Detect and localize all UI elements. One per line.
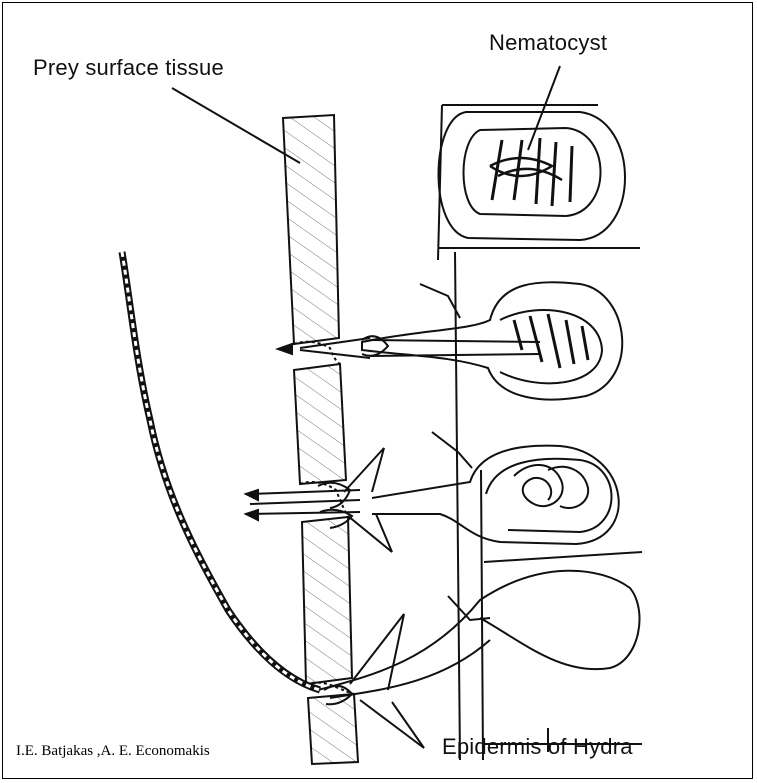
epidermis-label: Epidermis of Hydra [442,734,633,760]
discharged-thread [122,252,320,690]
nematocyst-pointer [528,66,560,150]
image-credit: I.E. Batjakas ,A. E. Economakis [16,743,210,760]
nematocyst-label: Nematocyst [489,30,607,56]
prey-tissue-strip [283,115,358,764]
nematocyst-undischarged [439,112,626,240]
prey-surface-tissue-label: Prey surface tissue [33,55,224,81]
prey-tissue-pointer [172,88,300,163]
nematocyst-discharged [318,571,640,748]
